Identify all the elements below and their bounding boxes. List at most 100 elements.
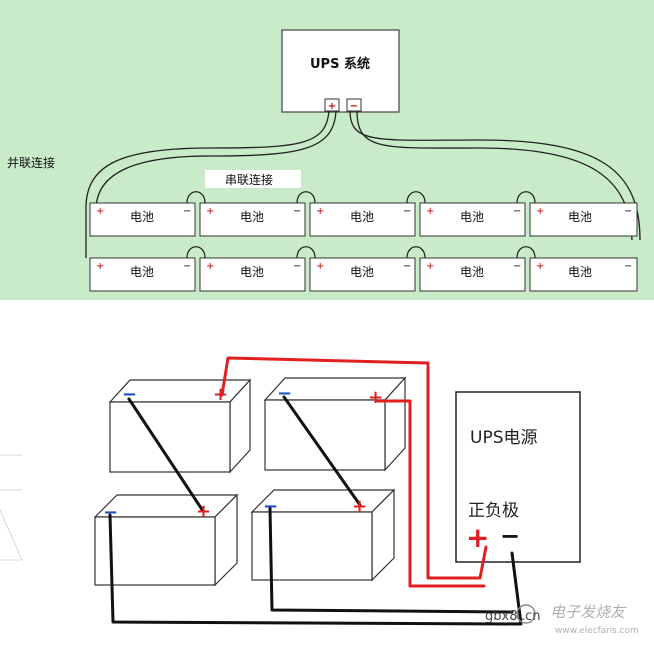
battery-plus-sign: + bbox=[368, 387, 383, 408]
battery-label: 电池 bbox=[130, 210, 154, 224]
negative-wire-a bbox=[108, 513, 523, 626]
wire-negative-inner bbox=[356, 110, 633, 241]
scan-artifacts bbox=[0, 454, 23, 561]
watermark-logo-text: 电子发烧友 bbox=[550, 603, 627, 621]
battery-minus: − bbox=[624, 206, 632, 217]
positive-wire-b bbox=[376, 399, 486, 588]
battery-label: 电池 bbox=[130, 265, 154, 279]
battery-minus: − bbox=[513, 206, 521, 217]
battery-body bbox=[309, 257, 416, 292]
battery-plus: + bbox=[206, 206, 214, 217]
battery-label: 电池 bbox=[240, 265, 264, 279]
ups-negative-sign: − bbox=[350, 101, 358, 112]
battery-body bbox=[199, 202, 306, 237]
battery-minus-sign: − bbox=[277, 383, 292, 404]
bottom-diagram: UPS电源 正负极 − + − + − + − + + − bbox=[0, 356, 581, 626]
battery-body bbox=[89, 257, 196, 292]
ups-power-box bbox=[455, 391, 581, 563]
battery-label: 电池 bbox=[460, 265, 484, 279]
battery-plus: + bbox=[96, 206, 104, 217]
top-diagram: UPS 系统 + − 并联连接 串联连接 + − 电池 + bbox=[0, 0, 654, 300]
battery-plus-sign: + bbox=[196, 501, 211, 522]
jumper bbox=[186, 191, 206, 204]
battery-front-face bbox=[94, 516, 216, 586]
battery-row-1: + − 电池 + − 电池 + − 电池 + − 电池 bbox=[89, 202, 638, 237]
battery-plus: + bbox=[316, 206, 324, 217]
battery-body bbox=[199, 257, 306, 292]
series-wire-left bbox=[127, 397, 205, 513]
battery-3d bbox=[93, 493, 239, 587]
battery-body bbox=[419, 202, 526, 237]
battery-minus-sign: − bbox=[103, 502, 118, 523]
battery: + − 电池 bbox=[89, 202, 196, 237]
ups-power-label: UPS电源 bbox=[470, 428, 538, 448]
battery-label: 电池 bbox=[568, 210, 592, 224]
bottom-wires bbox=[108, 356, 523, 626]
battery-body bbox=[89, 202, 196, 237]
jumper bbox=[516, 246, 536, 259]
wire-positive-inner bbox=[95, 110, 337, 211]
battery-plus: + bbox=[316, 261, 324, 272]
ups-minus-sign: − bbox=[500, 522, 520, 550]
battery-plus: + bbox=[536, 261, 544, 272]
watermark: gbx8 .cn 电子发烧友 www.elecfans.com bbox=[485, 603, 639, 636]
battery-minus: − bbox=[183, 261, 191, 272]
battery: + − 电池 bbox=[419, 202, 526, 237]
ups-main-wires bbox=[85, 110, 641, 258]
series-wire-right bbox=[282, 395, 362, 507]
battery-label: 电池 bbox=[350, 210, 374, 224]
watermark-logo-icon bbox=[516, 604, 536, 624]
battery-body bbox=[529, 202, 638, 237]
ups-system-label: UPS 系统 bbox=[310, 56, 370, 72]
positive-wire-a bbox=[220, 356, 488, 580]
battery-label: 电池 bbox=[460, 210, 484, 224]
battery: + − 电池 bbox=[199, 202, 306, 237]
watermark-site: www.elecfans.com bbox=[555, 626, 639, 636]
battery-minus: − bbox=[403, 261, 411, 272]
battery-plus: + bbox=[426, 206, 434, 217]
jumper bbox=[296, 191, 316, 204]
battery-plus-sign: + bbox=[352, 496, 367, 517]
battery-front-face bbox=[264, 399, 386, 471]
negative-wire-b bbox=[268, 506, 514, 614]
battery-plus: + bbox=[536, 206, 544, 217]
ups-positive-terminal bbox=[324, 98, 340, 112]
battery: + − 电池 bbox=[199, 257, 306, 292]
battery-minus: − bbox=[293, 261, 301, 272]
battery-minus: − bbox=[624, 261, 632, 272]
jumper bbox=[406, 246, 426, 259]
battery-label: 电池 bbox=[240, 210, 264, 224]
battery-body bbox=[529, 257, 638, 292]
battery-minus: − bbox=[513, 261, 521, 272]
battery-label: 电池 bbox=[350, 265, 374, 279]
wire-positive-outer bbox=[85, 110, 330, 211]
jumper bbox=[406, 191, 426, 204]
terminals-label: 正负极 bbox=[468, 501, 519, 521]
battery-plus: + bbox=[96, 261, 104, 272]
watermark-domain-left: gbx8 bbox=[485, 609, 517, 624]
battery-label: 电池 bbox=[568, 265, 592, 279]
series-jumpers bbox=[186, 191, 536, 259]
jumper bbox=[186, 246, 206, 259]
battery: + − 电池 bbox=[419, 257, 526, 292]
battery: + − 电池 bbox=[309, 202, 416, 237]
battery-minus-sign: − bbox=[263, 496, 278, 517]
battery-3d bbox=[108, 378, 252, 474]
battery-minus: − bbox=[403, 206, 411, 217]
battery-minus: − bbox=[293, 206, 301, 217]
series-connection-label: 串联连接 bbox=[225, 172, 273, 187]
ups-plus-sign: + bbox=[466, 521, 489, 554]
battery-minus-sign: − bbox=[122, 384, 137, 405]
battery: + − 电池 bbox=[309, 257, 416, 292]
battery-row-2: + − 电池 + − 电池 + − 电池 + − 电池 bbox=[89, 257, 638, 292]
battery-body bbox=[309, 202, 416, 237]
battery-plus: + bbox=[206, 261, 214, 272]
battery-plus: + bbox=[426, 261, 434, 272]
parallel-connection-label: 并联连接 bbox=[7, 155, 55, 170]
ups-negative-terminal bbox=[346, 98, 362, 112]
series-label-background bbox=[205, 170, 301, 188]
jumper bbox=[516, 191, 536, 204]
ups-system-box bbox=[281, 29, 400, 113]
battery: + − 电池 bbox=[529, 202, 638, 237]
